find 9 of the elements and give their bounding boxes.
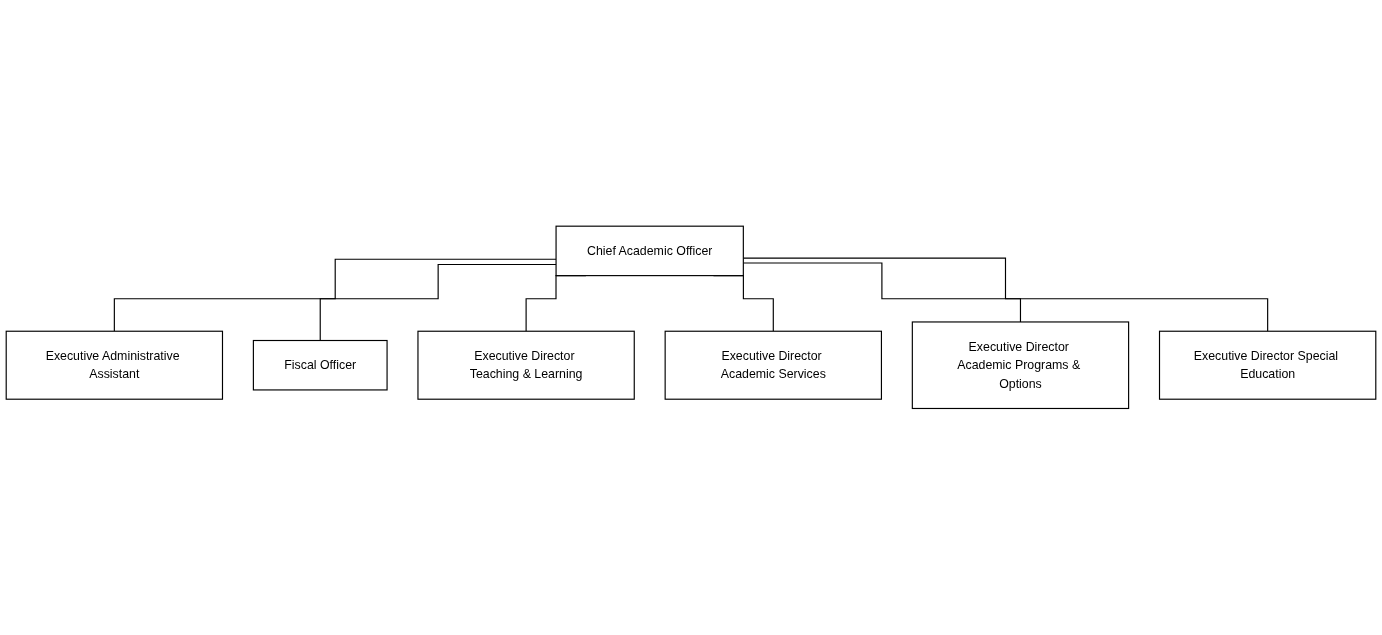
node-box: Executive Director Academic Services <box>664 330 882 400</box>
node-box: Fiscal Officer <box>252 340 388 391</box>
connector <box>113 258 557 332</box>
node-box: Chief Academic Officer <box>555 225 744 277</box>
node-box: Executive Director Special Education <box>1158 330 1377 400</box>
node-box: Executive Director Academic Programs & Options <box>911 321 1130 410</box>
connector <box>319 264 557 342</box>
node-box: Executive Administrative Assistant <box>5 330 224 400</box>
node-box: Executive Director Teaching & Learning <box>417 330 635 400</box>
